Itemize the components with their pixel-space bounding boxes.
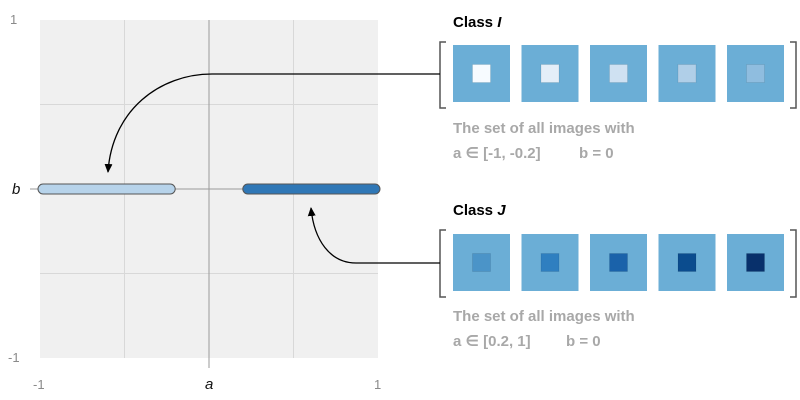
class-j-title: Class J [453, 202, 506, 219]
class-i-image-tiles [453, 45, 784, 102]
y-tick-bottom: -1 [8, 350, 20, 365]
class-j-arrow [307, 207, 440, 264]
image-tile-center-square [472, 64, 491, 83]
class-j-bracket-left [439, 229, 446, 298]
class-j-panel: Class J The set of all images with a ∈ [… [439, 202, 797, 350]
class-i-panel: Class I The set of all images with a ∈ [… [439, 14, 797, 162]
image-tile-center-square [540, 64, 560, 83]
image-tile-center-square [677, 253, 697, 272]
class-i-caption-line1: The set of all images with [453, 120, 635, 137]
y-axis-name: b [12, 181, 20, 198]
image-tile-center-square [472, 253, 491, 272]
y-tick-top: 1 [10, 12, 17, 27]
class-j-caption-line1: The set of all images with [453, 308, 635, 325]
class-i-caption-b: b = 0 [579, 145, 614, 162]
class-i-arrow [104, 73, 440, 173]
image-tile-center-square [677, 64, 697, 83]
class-i-bracket-right [790, 41, 797, 109]
image-tile-center-square [609, 64, 628, 83]
class-j-bracket-right [790, 229, 797, 298]
segment-class-j [242, 183, 381, 195]
image-tile-center-square [746, 64, 765, 83]
x-tick-left: -1 [33, 377, 45, 392]
class-j-image-tiles [453, 234, 784, 291]
class-i-caption-a: a ∈ [-1, -0.2] [453, 145, 541, 162]
image-tile-center-square [540, 253, 560, 272]
class-i-bracket-left [439, 41, 446, 109]
class-j-caption-b: b = 0 [566, 333, 601, 350]
class-j-caption-a: a ∈ [0.2, 1] [453, 333, 531, 350]
segment-class-i [37, 183, 176, 195]
x-tick-right: 1 [374, 377, 381, 392]
image-tile-center-square [746, 253, 765, 272]
image-tile-center-square [609, 253, 628, 272]
class-i-title: Class I [453, 14, 502, 31]
x-axis-name: a [205, 376, 213, 393]
